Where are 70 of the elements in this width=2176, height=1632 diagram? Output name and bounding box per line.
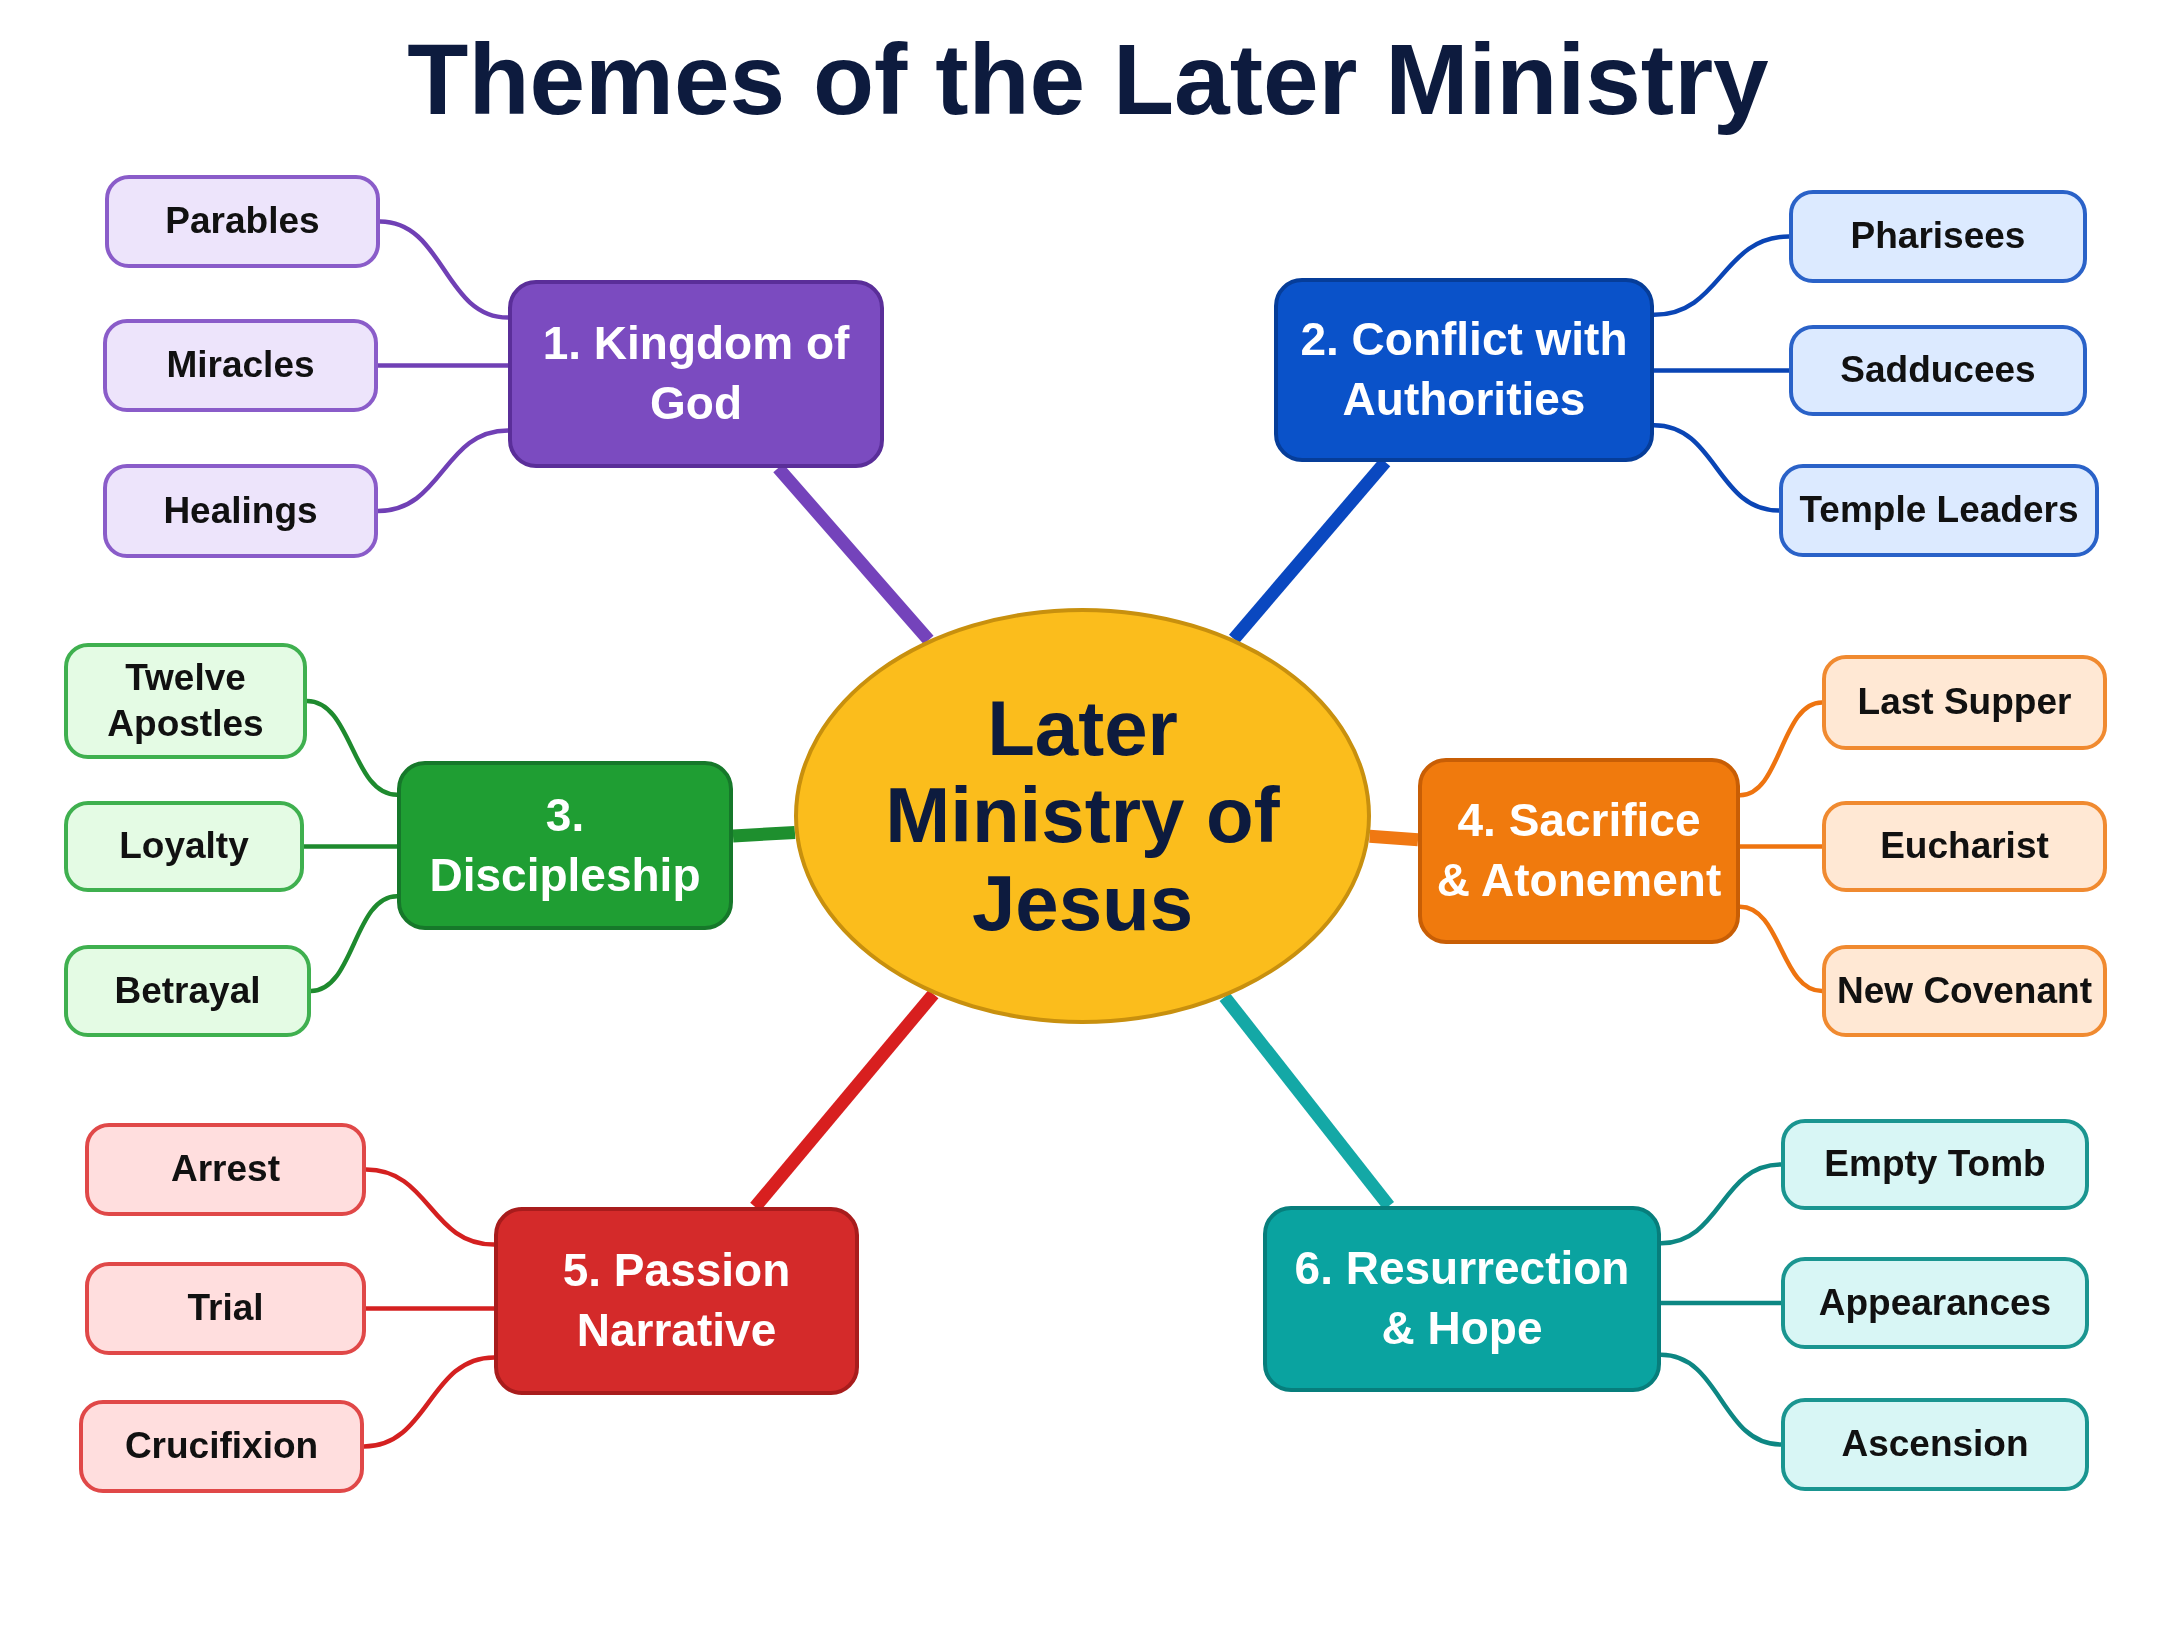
curved-connector: [304, 844, 397, 849]
subtopic-box: [1779, 464, 2099, 557]
subtopic-box: [103, 464, 378, 558]
subtopic-label: Ascension: [1841, 1422, 2029, 1467]
curved-connector: [1660, 1352, 1782, 1447]
curved-connector: [306, 698, 398, 797]
subtopic-box: [1781, 1257, 2089, 1349]
curved-connector: [366, 1306, 494, 1311]
subtopic-box: [79, 1400, 364, 1493]
theme-box: [1274, 278, 1654, 462]
subtopic-label: Parables: [165, 199, 320, 244]
curved-connector: [310, 894, 398, 994]
branch-connector: [732, 825, 796, 843]
curved-connector: [379, 219, 509, 320]
curved-connector: [365, 1167, 495, 1247]
subtopic-label: Betrayal: [114, 968, 261, 1013]
subtopic-box: [64, 945, 311, 1037]
theme-box: [397, 761, 733, 930]
curved-connector: [1660, 1162, 1782, 1246]
subtopic-label: Last Supper: [1857, 680, 2072, 725]
branch-connector: [1369, 829, 1419, 847]
theme-box: [1263, 1206, 1661, 1392]
subtopic-label: Arrest: [171, 1147, 280, 1192]
subtopic-label: New Covenant: [1837, 968, 2092, 1013]
subtopic-label: Miracles: [166, 343, 315, 388]
subtopic-label: Pharisees: [1850, 214, 2026, 259]
theme-box: [494, 1207, 859, 1395]
theme-label: 6. Resurrection & Hope: [1293, 1241, 1631, 1356]
subtopic-label: Crucifixion: [124, 1424, 319, 1469]
subtopic-label: Eucharist: [1880, 824, 2049, 869]
subtopic-box: [1822, 945, 2107, 1037]
subtopic-box: [1789, 190, 2087, 283]
subtopic-label: Trial: [187, 1286, 264, 1331]
subtopic-label: Loyalty: [119, 824, 249, 869]
subtopic-label: Healings: [163, 488, 318, 533]
curved-connector: [1654, 368, 1789, 373]
subtopic-box: [85, 1123, 366, 1216]
theme-label: 2. Conflict with Authorities: [1299, 312, 1629, 427]
curved-connector: [1739, 904, 1823, 994]
theme-label: 5. Passion Narrative: [561, 1243, 792, 1358]
subtopic-box: [103, 319, 378, 412]
diagram-title: Themes of the Later Ministry: [407, 22, 1769, 137]
curved-connector: [363, 1355, 495, 1449]
subtopic-label: Empty Tomb: [1824, 1142, 2046, 1187]
subtopic-label: Twelve Apostles: [106, 655, 265, 746]
theme-label: 1. Kingdom of God: [541, 316, 851, 431]
theme-label: 4. Sacrifice & Atonement: [1436, 793, 1722, 908]
subtopic-box: [64, 643, 307, 759]
subtopic-box: [1822, 655, 2107, 750]
subtopic-box: [64, 801, 304, 892]
curved-connector: [1739, 700, 1823, 798]
curved-connector: [377, 428, 509, 514]
curved-connector: [1653, 422, 1780, 513]
curved-connector: [1653, 234, 1790, 318]
curved-connector: [378, 363, 508, 368]
subtopic-label: Sadducees: [1840, 348, 2036, 393]
central-topic-label: Later Ministry of Jesus: [884, 684, 1281, 948]
subtopic-box: [1781, 1119, 2089, 1210]
subtopic-box: [1789, 325, 2087, 416]
subtopic-box: [1822, 801, 2107, 892]
theme-box: [1418, 758, 1740, 944]
theme-label: 3. Discipleship: [428, 787, 702, 903]
theme-box: [508, 280, 884, 468]
subtopic-box: [85, 1262, 366, 1355]
subtopic-box: [1781, 1398, 2089, 1491]
subtopic-label: Appearances: [1818, 1280, 2052, 1325]
curved-connector: [1740, 844, 1822, 849]
curved-connector: [1661, 1300, 1781, 1306]
subtopic-box: [105, 175, 380, 268]
subtopic-label: Temple Leaders: [1799, 488, 2079, 533]
